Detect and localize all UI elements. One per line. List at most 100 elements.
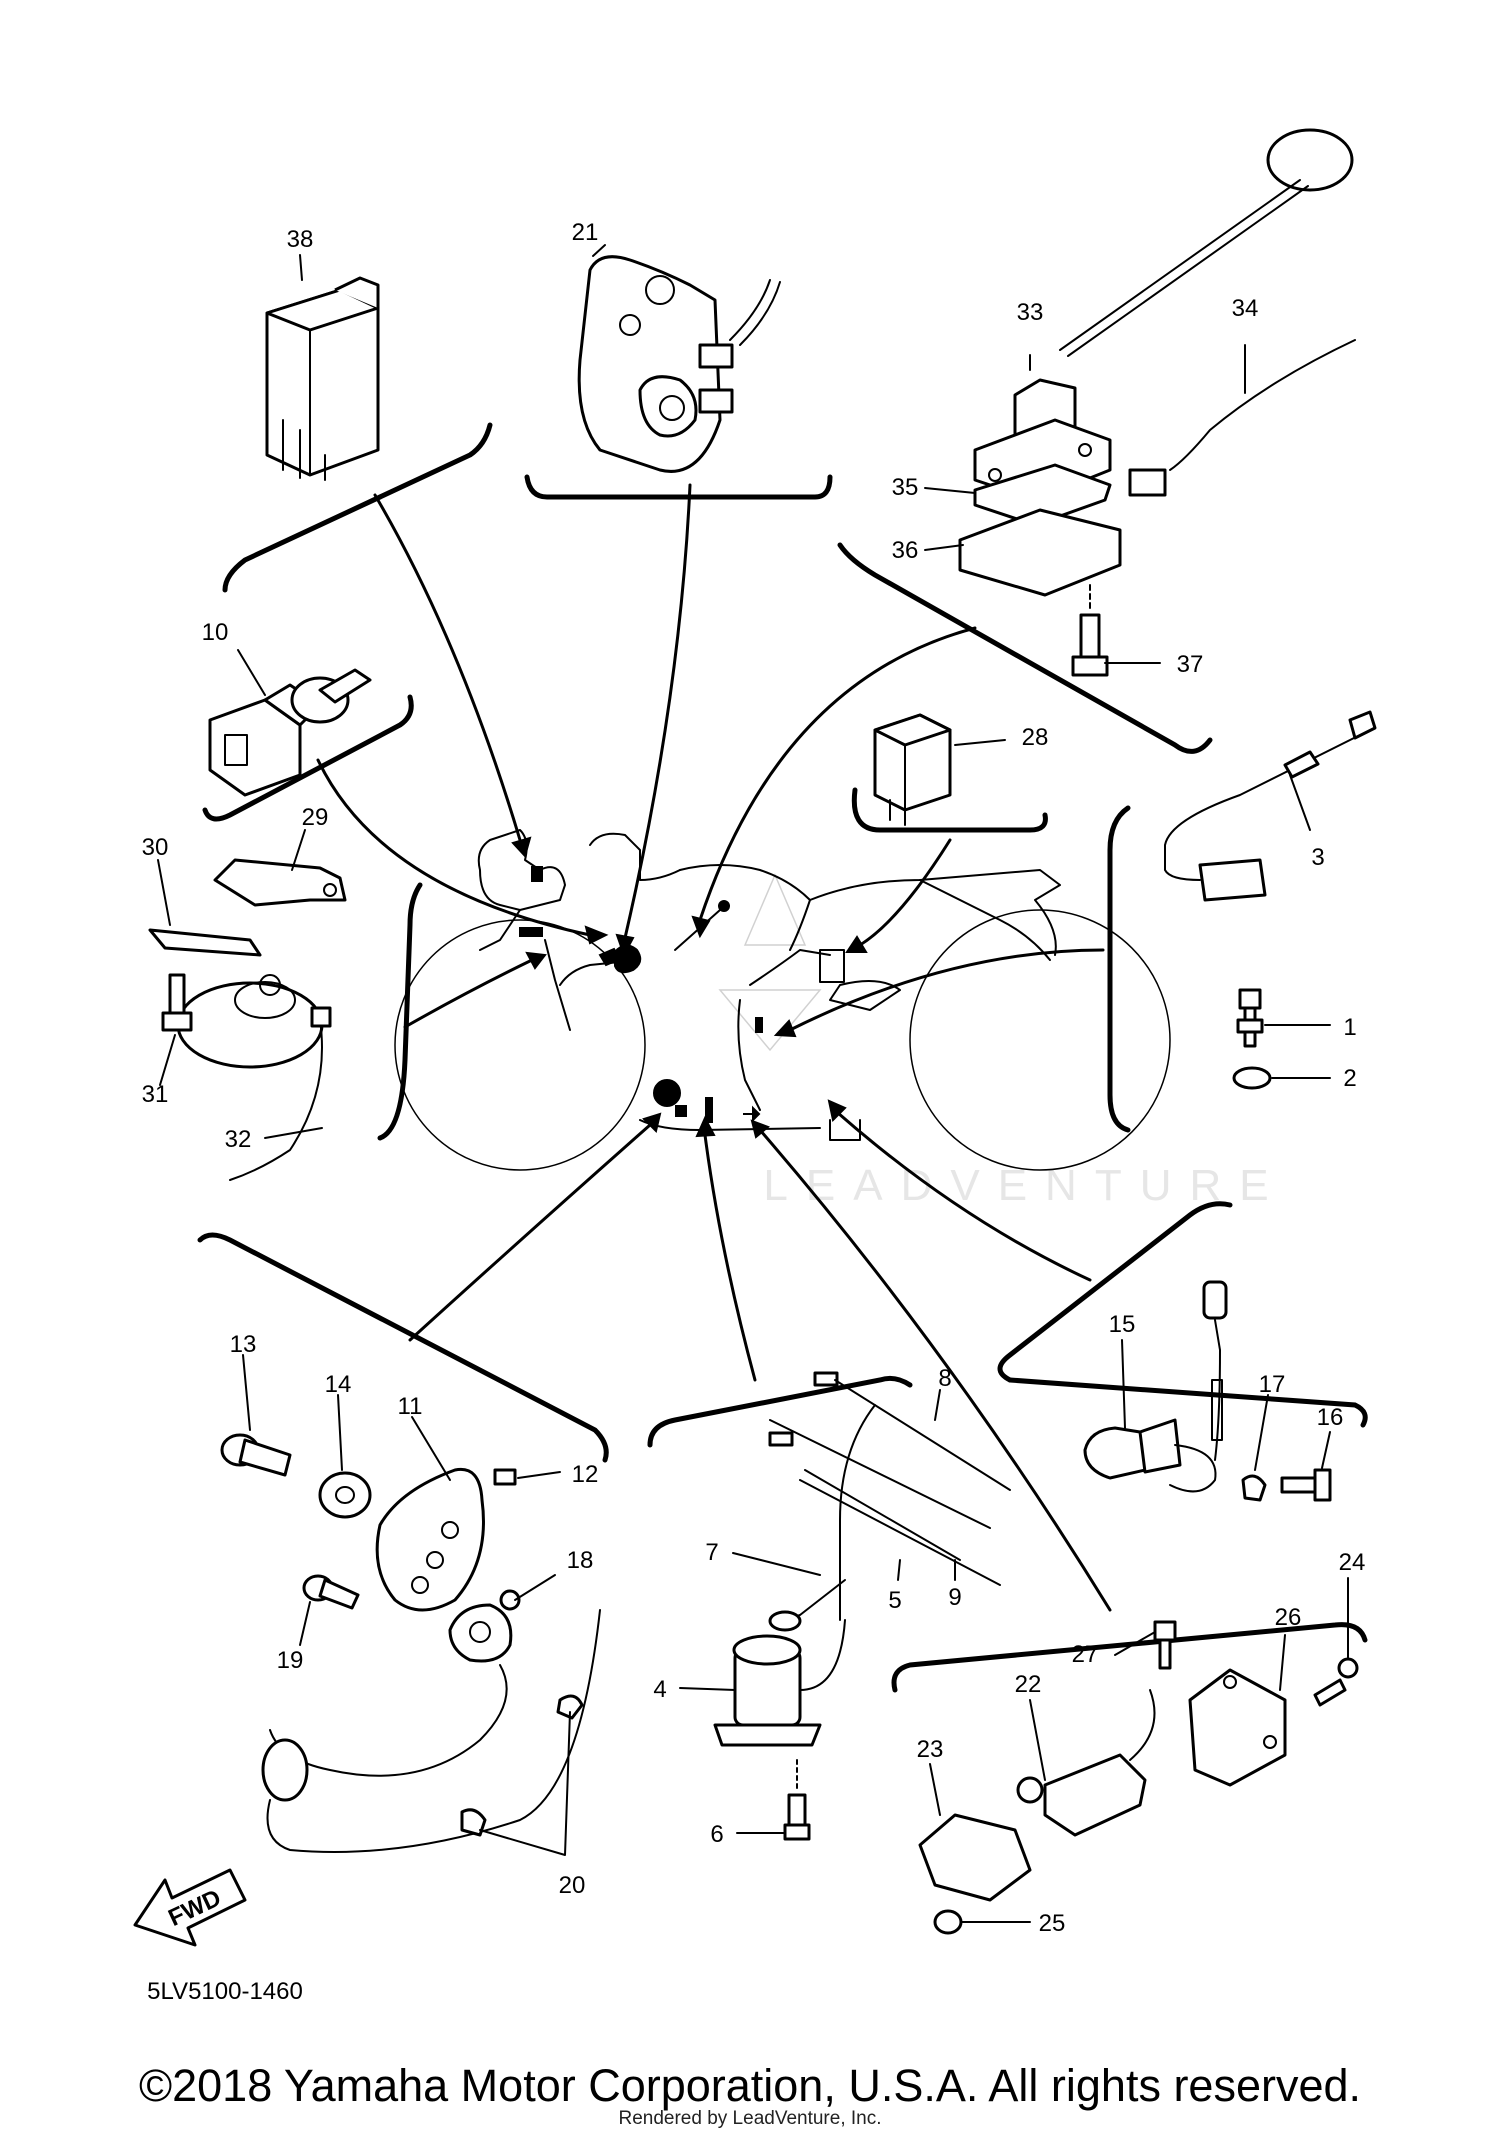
leader-31: [159, 1034, 176, 1086]
part-1-plug: [1236, 988, 1264, 1048]
fwd-arrow-icon: FWD: [133, 1868, 247, 1947]
callout-20: 20: [559, 1872, 586, 1899]
part-code: 5LV5100-1460: [147, 1978, 303, 2005]
part-10-switch: [208, 668, 372, 797]
leader-19: [299, 1601, 311, 1646]
callout-1: 1: [1343, 1014, 1356, 1041]
callout-15: 15: [1109, 1311, 1136, 1338]
callout-19: 19: [277, 1647, 304, 1674]
leader-8: [934, 1389, 941, 1421]
part-26-bracket: [1188, 1668, 1287, 1787]
leader-23: [929, 1763, 941, 1816]
callout-16: 16: [1317, 1404, 1344, 1431]
leader-36: [924, 544, 964, 551]
callout-36: 36: [892, 537, 919, 564]
callout-11: 11: [398, 1393, 423, 1420]
callout-28: 28: [1022, 724, 1049, 751]
callout-18: 18: [567, 1547, 594, 1574]
part-37-bolt: [1071, 584, 1109, 677]
leader-7: [732, 1552, 821, 1576]
part-28-relay: [873, 713, 952, 826]
leader-lines: [316, 483, 1112, 1612]
callout-3: 3: [1311, 844, 1324, 871]
motorcycle-outline: [394, 829, 1171, 1171]
leader-10: [237, 649, 266, 696]
part-20-clamps: [460, 1694, 584, 1837]
callout-10: 10: [202, 619, 229, 646]
watermark-text: LEADVENTURE: [763, 1161, 1286, 1210]
callout-22: 22: [1015, 1671, 1042, 1698]
callout-25: 25: [1039, 1910, 1066, 1937]
part-30-horn: [148, 928, 324, 1069]
callout-17: 17: [1259, 1371, 1286, 1398]
callout-30: 30: [142, 834, 169, 861]
callout-7: 7: [705, 1539, 718, 1566]
part-34-wire: [1128, 339, 1356, 497]
leader-26: [1279, 1634, 1286, 1691]
leader-20: [479, 1711, 571, 1856]
part-27-bolt: [1153, 1620, 1177, 1670]
callout-26: 26: [1275, 1604, 1302, 1631]
part-18-sensor: [261, 1589, 601, 1853]
callout-8: 8: [938, 1365, 951, 1392]
part-21-assembly: [577, 255, 781, 473]
callout-14: 14: [325, 1371, 352, 1398]
leader-32: [264, 1127, 323, 1139]
leader-12: [517, 1471, 561, 1479]
callout-12: 12: [572, 1461, 599, 1488]
part-19-screw: [302, 1574, 360, 1610]
callout-5: 5: [888, 1587, 901, 1614]
callout-4: 4: [653, 1676, 666, 1703]
callout-37: 37: [1177, 651, 1204, 678]
callout-24: 24: [1339, 1549, 1366, 1576]
rendered-by-notice: Rendered by LeadVenture, Inc.: [618, 2108, 882, 2129]
watermark-logo: [718, 873, 822, 1052]
leader-15: [1121, 1339, 1126, 1429]
callout-29: 29: [302, 804, 329, 831]
leader-27: [1114, 1631, 1156, 1656]
leader-17: [1254, 1394, 1269, 1471]
part-2-washer: [1232, 1066, 1272, 1090]
leader-29: [291, 829, 306, 871]
part-6-bolt: [783, 1759, 811, 1841]
leader-16: [1321, 1431, 1331, 1469]
leader-3: [1289, 774, 1311, 831]
part-16-bolt: [1280, 1468, 1332, 1502]
part-31-bolt: [161, 973, 193, 1032]
leader-38: [299, 254, 303, 281]
part-29-bracket: [213, 858, 347, 907]
group-brackets: [197, 422, 1368, 1693]
callout-2: 2: [1343, 1065, 1356, 1092]
leader-18: [514, 1574, 556, 1601]
callout-27: 27: [1072, 1641, 1099, 1668]
callout-35: 35: [892, 474, 919, 501]
copyright-notice: ©2018 Yamaha Motor Corporation, U.S.A. A…: [138, 2060, 1362, 2111]
part-33-fuel-sender: [958, 128, 1354, 597]
callout-23: 23: [917, 1736, 944, 1763]
callout-6: 6: [710, 1821, 723, 1848]
part-38-relay: [265, 276, 380, 481]
callout-34: 34: [1232, 295, 1259, 322]
callout-13: 13: [230, 1331, 257, 1358]
part-24-bolt: [1313, 1657, 1359, 1707]
part-25-nut: [933, 1909, 963, 1935]
part-13-bolt: [220, 1433, 292, 1477]
callout-33: 33: [1017, 299, 1044, 326]
callout-31: 31: [142, 1081, 169, 1108]
part-11-plate: [375, 1467, 485, 1612]
leader-22: [1029, 1699, 1046, 1781]
part-17-clamp: [1241, 1474, 1267, 1502]
part-7-harness: [768, 1404, 876, 1632]
callout-21: 21: [572, 219, 599, 246]
leader-14: [337, 1394, 343, 1471]
part-32-tie: [229, 1006, 332, 1181]
part-12-pin: [493, 1468, 517, 1486]
part-22-switch: [1016, 1689, 1156, 1837]
callout-9: 9: [948, 1584, 961, 1611]
leader-4: [679, 1687, 736, 1691]
part-14-washer: [318, 1471, 372, 1519]
part-8-ties: [769, 1371, 1011, 1586]
leader-21: [592, 244, 606, 257]
callout-32: 32: [225, 1126, 252, 1153]
